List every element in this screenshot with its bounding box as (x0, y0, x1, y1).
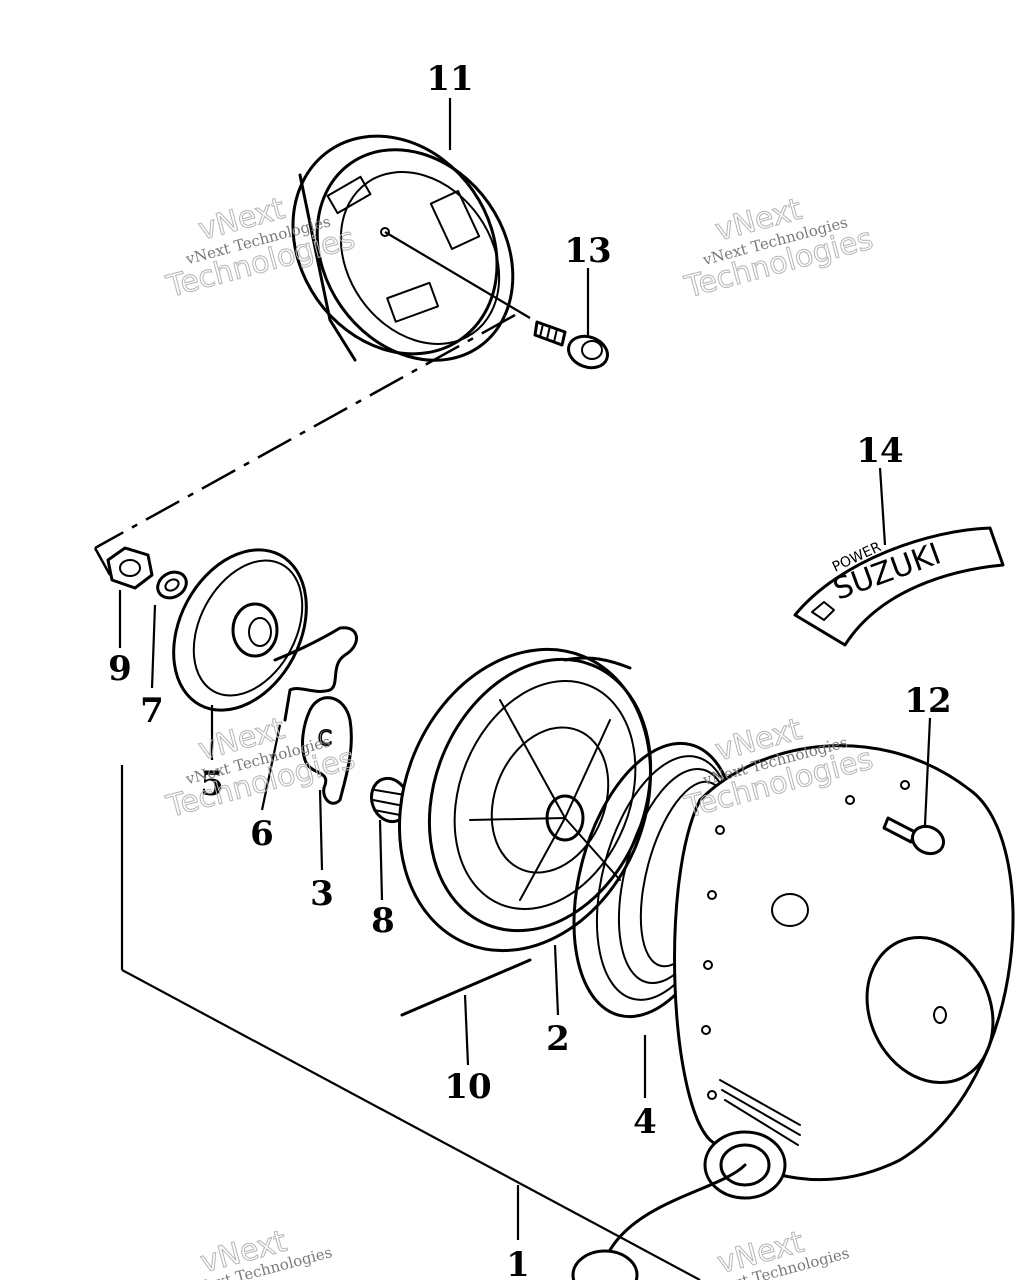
part-6-spring (273, 626, 358, 722)
part-13-bolt (533, 320, 609, 370)
part-5-friction-plate (172, 548, 308, 712)
leader-lines (118, 98, 932, 1240)
callout-7: 7 (140, 691, 164, 731)
callout-6: 6 (250, 814, 274, 854)
callout-1: 1 (506, 1245, 530, 1280)
part-7-washer (156, 570, 188, 600)
part-14-badge: SUZUKI POWER (793, 526, 1005, 647)
part-9-nut (106, 546, 154, 590)
callout-14: 14 (856, 431, 903, 471)
callout-3: 3 (310, 874, 334, 914)
callout-2: 2 (546, 1019, 570, 1059)
part-11-starter-cup (291, 134, 531, 362)
assembly-bracket (93, 313, 701, 1280)
part-12-screw (882, 816, 946, 856)
callout-12: 12 (904, 681, 951, 721)
svg-text:C: C (318, 726, 332, 750)
part-3-pawl: C (301, 696, 353, 805)
part-2-reel (397, 647, 653, 953)
callout-numbers: 11 13 14 12 9 7 5 6 3 8 2 10 4 1 (108, 59, 952, 1280)
callout-4: 4 (633, 1102, 657, 1142)
callout-11: 11 (426, 59, 473, 99)
part-10-rope (400, 958, 532, 1017)
callout-10: 10 (444, 1067, 491, 1107)
watermark-bottom-left: vNext vNext Technologies (185, 1223, 335, 1280)
watermark-bottom-right: vNext vNext Technologies (702, 1224, 852, 1280)
callout-8: 8 (371, 901, 395, 941)
callout-5: 5 (200, 764, 224, 804)
callout-9: 9 (108, 649, 132, 689)
watermark-top-right: vNext Technologies vNext Technologies (680, 191, 877, 306)
callout-13: 13 (564, 231, 611, 271)
